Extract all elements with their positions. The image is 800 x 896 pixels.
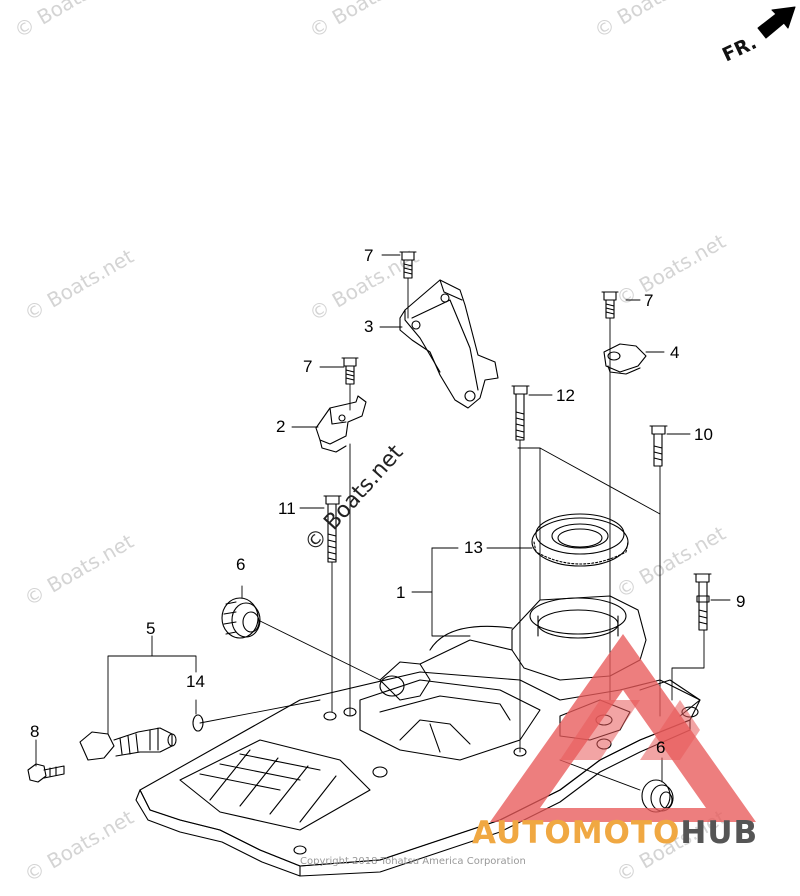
callout-1: 1: [396, 583, 406, 602]
bolt-7-a: [399, 251, 417, 279]
callout-7-b: 7: [644, 291, 654, 310]
part-5-sensor: [79, 727, 177, 761]
callout-4: 4: [670, 343, 680, 362]
part-2-bracket: [315, 395, 367, 453]
brand-part-1: AUTOMOTO: [472, 815, 681, 851]
callout-14: 14: [186, 672, 205, 691]
callout-8: 8: [30, 722, 40, 741]
copyright-text: Copyright 2018 Tohatsu America Corporati…: [300, 856, 526, 867]
callout-6-b: 6: [656, 738, 666, 757]
brand-logo-icon: [490, 634, 756, 822]
brand-logo-text: AUTOMOTOHUB: [472, 815, 758, 851]
part-4-clip: [603, 343, 647, 375]
callout-10: 10: [694, 425, 713, 444]
callout-2: 2: [276, 417, 286, 436]
part-6-grommet-b: [641, 779, 674, 813]
part-13-seal: [531, 513, 629, 567]
bolt-7-c: [341, 357, 359, 385]
bolt-12: [511, 385, 530, 441]
callout-6-a: 6: [236, 555, 246, 574]
part-6-grommet-a: [221, 597, 261, 639]
bolt-9: [693, 573, 712, 631]
callout-9: 9: [736, 592, 746, 611]
bolt-10: [649, 425, 668, 467]
callout-3: 3: [364, 317, 374, 336]
front-arrow-icon: [757, 6, 796, 39]
bolt-11: [323, 495, 342, 563]
callout-11: 11: [278, 499, 296, 518]
leader-lines: [35, 254, 731, 791]
callout-12: 12: [556, 386, 575, 405]
part-14-oring: [192, 714, 204, 732]
brand-part-2: HUB: [680, 815, 759, 851]
callout-5: 5: [146, 619, 156, 638]
bolt-8: [27, 763, 65, 783]
callout-7-c: 7: [303, 357, 313, 376]
part-3-bracket: [399, 279, 499, 409]
bolt-7-b: [601, 291, 619, 319]
callout-13: 13: [464, 538, 483, 557]
callout-7-a: 7: [364, 246, 374, 265]
